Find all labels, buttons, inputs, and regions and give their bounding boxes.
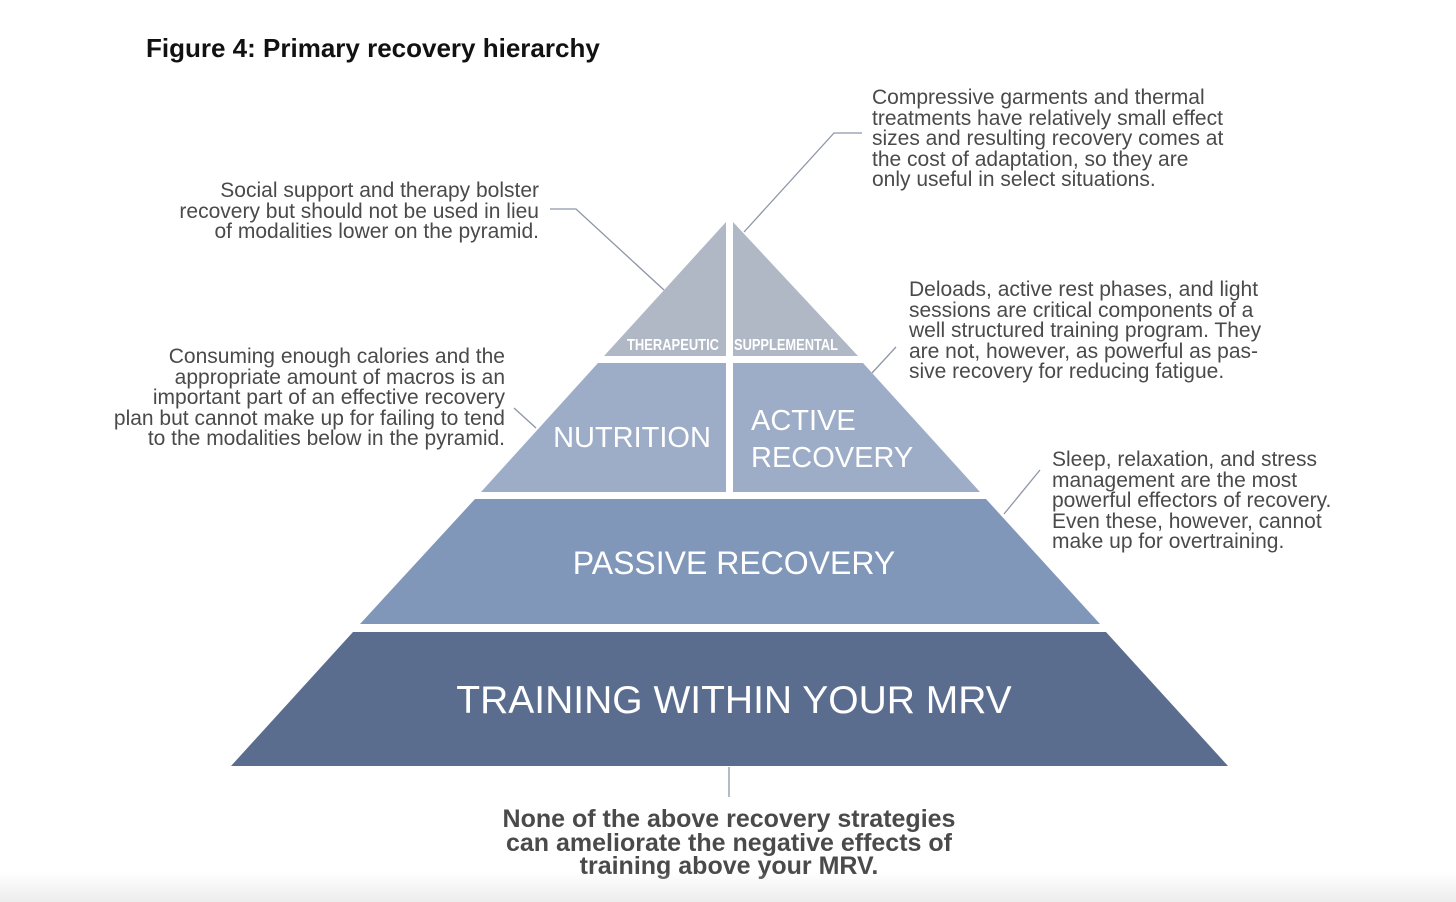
active-recovery-label-line2: RECOVERY [751,442,913,474]
tier-supplemental [733,222,858,356]
connector-social-support [550,208,665,291]
bottom-fade [0,872,1456,902]
tier-nutrition [481,363,726,492]
supplemental-label: SUPPLEMENTAL [734,337,838,354]
tier-passive-recovery [360,499,1100,624]
connector-sleep [1003,469,1041,515]
training-label: TRAINING WITHIN YOUR MRV [456,679,1011,722]
note-nutrition: Consuming enough calories and the approp… [113,345,505,450]
tier-active-recovery [733,363,980,492]
note-social-support: Social support and therapy bolster recov… [179,179,539,243]
note-deloads: Deloads, active rest phases, and light s… [909,278,1262,383]
figure-title: Figure 4: Primary recovery hierarchy [146,33,600,63]
note-compressive: Compressive garments and thermal treatme… [872,86,1224,191]
connector-compressive [743,132,862,233]
connector-nutrition [513,407,537,429]
active-recovery-label-line1: ACTIVE [751,405,856,437]
bottom-note: None of the above recovery strategies ca… [502,805,956,880]
nutrition-label: NUTRITION [553,422,711,454]
tier-therapeutic [604,222,726,356]
tier-training [231,632,1228,766]
connector-deloads [871,346,897,374]
therapeutic-label: THERAPEUTIC [627,337,719,354]
passive-recovery-label: PASSIVE RECOVERY [573,545,895,581]
note-sleep: Sleep, relaxation, and stress management… [1052,448,1332,553]
